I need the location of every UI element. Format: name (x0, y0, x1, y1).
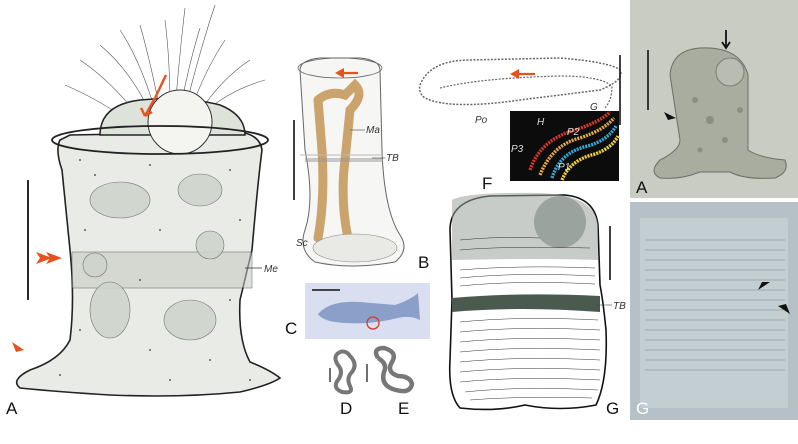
panel-a-letter: A (6, 399, 18, 418)
panel-d-shape (329, 349, 357, 395)
panel-g-letter: G (606, 399, 619, 418)
panel-e-letter: E (398, 399, 409, 418)
panel-d-letter: D (340, 399, 352, 418)
panel-a-drawing (12, 4, 282, 397)
panel-e-shape (366, 345, 415, 394)
photo-a (630, 0, 798, 198)
photo-a-letter: A (636, 178, 648, 197)
panel-g-drawing (448, 192, 612, 411)
panel-g-tb-label: TB (613, 301, 626, 312)
panel-f-p1-label: P1 (558, 162, 570, 173)
photo-g (630, 202, 798, 420)
panel-c-letter: C (285, 319, 297, 338)
panel-f-h-label: H (537, 117, 545, 128)
panel-b-ma-label: Ma (366, 125, 380, 136)
panel-f-po-label: Po (475, 115, 488, 126)
photo-g-letter: G (636, 399, 649, 418)
panel-c-fish (305, 283, 430, 339)
panel-f-drawing (418, 55, 622, 181)
panel-f-p3-label: P3 (511, 144, 524, 155)
panel-f-p2-label: P2 (567, 127, 580, 138)
panel-b-drawing (293, 57, 405, 267)
panel-f-g-label: G (590, 102, 598, 113)
panel-b-letter: B (418, 253, 429, 272)
panel-f-letter: F (482, 174, 492, 193)
panel-a-me-label: Me (264, 264, 278, 275)
panel-b-sc-label: Sc (296, 238, 308, 249)
panel-b-tb-label: TB (386, 153, 399, 164)
